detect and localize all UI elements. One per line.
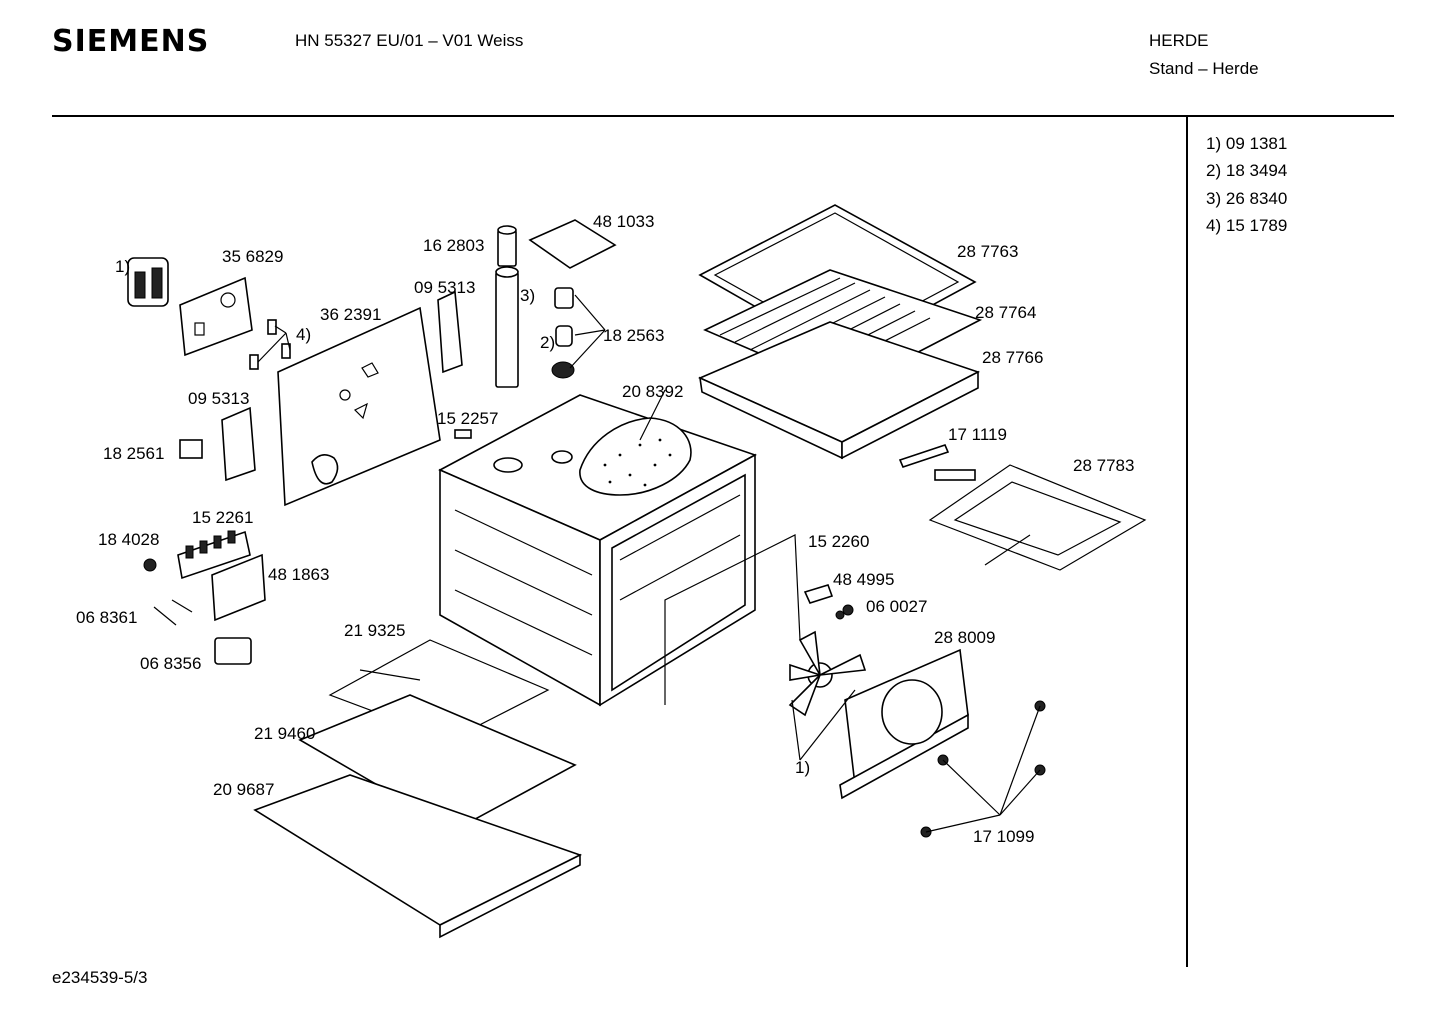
- cover-sheet: [528, 219, 617, 269]
- callout-095313-b: 09 5313: [188, 389, 249, 408]
- callout-287783: 28 7783: [1073, 456, 1134, 475]
- legend-item: 4) 15 1789: [1206, 216, 1288, 236]
- callout-152257: 15 2257: [437, 409, 498, 428]
- callout-219325: 21 9325: [344, 621, 405, 640]
- grill-heating-element: [928, 464, 1147, 571]
- chimney-tubes: [495, 225, 519, 388]
- callout-095313-a: 09 5313: [414, 278, 475, 297]
- callout-171119: 17 1119: [948, 425, 1007, 444]
- callout-362391: 36 2391: [320, 305, 381, 324]
- legend-item: 2) 18 3494: [1206, 161, 1288, 181]
- insulation-mat: [579, 417, 692, 496]
- callout-288009: 28 8009: [934, 628, 995, 647]
- clip-part: [803, 584, 834, 604]
- callout-209687: 20 9687: [213, 780, 274, 799]
- subcategory-title: Stand – Herde: [1149, 59, 1259, 78]
- callout-171099: 17 1099: [973, 827, 1034, 846]
- screw: [143, 558, 157, 572]
- callout-152260: 15 2260: [808, 532, 869, 551]
- side-hinge-bracket: [179, 406, 256, 482]
- small-screw: [835, 610, 845, 620]
- convection-fan: [788, 630, 867, 717]
- callout-287766: 28 7766: [982, 348, 1043, 367]
- callout-182563: 18 2563: [603, 326, 664, 345]
- callout-ref2: 2): [540, 333, 555, 352]
- legend-item: 1) 09 1381: [1206, 134, 1288, 153]
- trim-strip: [898, 444, 950, 468]
- part-callouts: 35 6829 1) 36 2391 4) 09 5313 16 2803 48…: [76, 212, 1134, 846]
- callout-ref3: 3): [520, 286, 535, 305]
- callout-481033: 48 1033: [593, 212, 654, 231]
- fan-cover: [839, 648, 969, 800]
- leader-lines: [257, 294, 1041, 833]
- legend-divider: [1186, 117, 1188, 967]
- callout-356829: 35 6829: [222, 247, 283, 266]
- callout-ref1-fan: 1): [795, 758, 810, 777]
- base-tray: [253, 774, 583, 939]
- callout-068356: 06 8356: [140, 654, 201, 673]
- header-divider: [52, 115, 1394, 117]
- cable-clip: [454, 429, 472, 439]
- callout-481863: 48 1863: [268, 565, 329, 584]
- callout-208392: 20 8392: [622, 382, 683, 401]
- mounting-plate: [179, 276, 253, 357]
- callout-219460: 21 9460: [254, 724, 315, 743]
- door-seal: [664, 534, 801, 705]
- callout-484995: 48 4995: [833, 570, 894, 589]
- callout-162803: 16 2803: [423, 236, 484, 255]
- terminal-block: [177, 530, 251, 580]
- legend-item: 3) 26 8340: [1206, 188, 1288, 208]
- hinge-rail: [437, 290, 463, 374]
- callout-152261: 15 2261: [192, 508, 253, 527]
- lamp-assembly: [551, 287, 575, 379]
- callout-287764: 28 7764: [975, 303, 1036, 322]
- callout-060027: 06 0027: [866, 597, 927, 616]
- callout-ref4: 4): [296, 325, 311, 344]
- callout-068361: 06 8361: [76, 608, 137, 627]
- hinge-catch: [214, 637, 252, 665]
- model-number: HN 55327 EU/01 – V01 Weiss: [295, 31, 524, 50]
- reference-legend: 1) 09 1381 2) 18 3494 3) 26 8340 4) 15 1…: [1206, 134, 1287, 244]
- callout-182561: 18 2561: [103, 444, 164, 463]
- switch-bracket: [211, 553, 266, 622]
- baking-trays: [698, 204, 983, 460]
- callout-ref1-lamp: 1): [115, 257, 130, 276]
- oven-lamp-socket: [127, 257, 169, 307]
- callout-184028: 18 4028: [98, 530, 159, 549]
- category-title: HERDE: [1149, 31, 1209, 50]
- brand-logo: SIEMENS: [52, 24, 210, 59]
- drawing-id: e234539-5/3: [52, 968, 148, 987]
- small-screw: [842, 604, 854, 616]
- rear-panel: [277, 306, 441, 507]
- callout-287763: 28 7763: [957, 242, 1018, 261]
